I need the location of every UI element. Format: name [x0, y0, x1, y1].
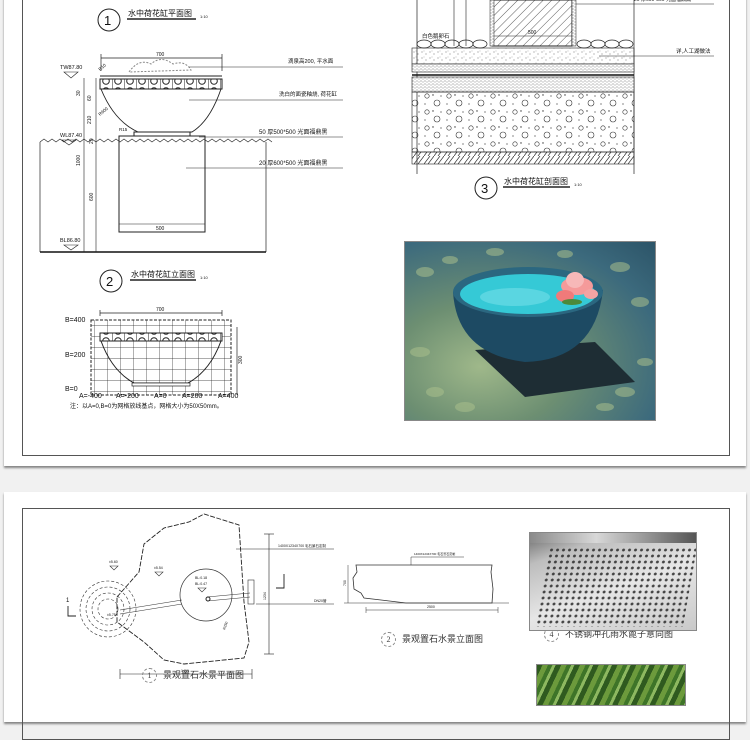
- svg-text:滴泉高200, 平水面: 滴泉高200, 平水面: [288, 57, 334, 65]
- svg-text:水中荷花缸平面图: 水中荷花缸平面图: [128, 8, 192, 18]
- planter-section-drawing: 500 20 厚600*500 光面福鼎黑 白色鹅卵石 详,人工湖做法 3 水中…: [411, 0, 714, 200]
- svg-text:R250: R250: [222, 621, 229, 630]
- caption-title: 景观置石水景平面图: [163, 670, 245, 680]
- svg-text:700: 700: [343, 580, 347, 586]
- svg-text:1400: 1400: [181, 669, 189, 673]
- svg-text:DN20管: DN20管: [314, 598, 327, 603]
- svg-text:20: 20: [89, 138, 95, 144]
- lotus-flower: [556, 272, 598, 305]
- svg-text:WL87.40: WL87.40: [60, 133, 82, 139]
- svg-text:700: 700: [156, 52, 165, 58]
- sheet-1-drawings: 1 水中荷花缸平面图 1:10 700 500: [39, 0, 714, 410]
- planter-grid-elevation-drawing: 2 水中荷花缸立面图 1:10 700 300 B=400 B=200 B=0 …: [65, 269, 244, 410]
- svg-text:洗白的面瓷釉烧, 荷花缸: 洗白的面瓷釉烧, 荷花缸: [279, 90, 338, 98]
- svg-text:20 厚600*500 光面福鼎黑: 20 厚600*500 光面福鼎黑: [259, 159, 327, 167]
- svg-text:1: 1: [66, 598, 70, 604]
- svg-text:A=-400: A=-400: [79, 393, 102, 400]
- svg-text:注：以A=0,B=0为网格放线基点，网格大小为50X50mm: 注：以A=0,B=0为网格放线基点，网格大小为50X50mm。: [70, 402, 223, 410]
- svg-text:600: 600: [89, 192, 95, 201]
- svg-text:R10: R10: [97, 62, 107, 71]
- svg-text:水中荷花缸剖面图: 水中荷花缸剖面图: [504, 176, 568, 186]
- drawing-sheet-2: ±5.60 ±5.54 BL:0.18 BL:0.47 ±5.75 R250 1…: [4, 492, 746, 740]
- svg-text:30: 30: [76, 90, 82, 96]
- grate-holes: [534, 547, 696, 627]
- svg-text:210: 210: [87, 115, 93, 124]
- svg-text:2500: 2500: [427, 605, 435, 609]
- grate-frame-top: [530, 533, 696, 543]
- planter-photo: [404, 241, 656, 421]
- svg-text:3: 3: [481, 181, 488, 196]
- svg-text:TW87.80: TW87.80: [60, 65, 82, 71]
- svg-text:A=200: A=200: [182, 393, 203, 400]
- stone-water-feature-plan: ±5.60 ±5.54 BL:0.18 BL:0.47 ±5.75 R250 1…: [66, 513, 334, 679]
- svg-text:A=0: A=0: [154, 393, 167, 400]
- svg-text:±5.54: ±5.54: [154, 566, 163, 570]
- svg-text:20 厚600*500 光面福鼎黑: 20 厚600*500 光面福鼎黑: [634, 0, 691, 3]
- svg-text:1: 1: [104, 13, 111, 28]
- svg-text:1400X1234X700 毛石景石定制: 1400X1234X700 毛石景石定制: [414, 551, 455, 556]
- svg-text:水中荷花缸立面图: 水中荷花缸立面图: [131, 269, 195, 279]
- svg-text:BL86.80: BL86.80: [60, 238, 81, 244]
- svg-text:R15: R15: [119, 127, 128, 132]
- stone-water-feature-elevation: 700 1400X1234X700 毛石景石定制 2500: [343, 551, 509, 613]
- svg-text:300: 300: [238, 355, 244, 364]
- svg-text:60: 60: [87, 95, 93, 101]
- svg-text:±5.60: ±5.60: [109, 560, 118, 564]
- svg-text:2: 2: [106, 274, 113, 289]
- svg-text:A=400: A=400: [218, 393, 239, 400]
- svg-text:1400X1234X700 毛石景石定制: 1400X1234X700 毛石景石定制: [278, 543, 327, 548]
- svg-text:500: 500: [156, 226, 165, 232]
- svg-text:B=400: B=400: [65, 317, 86, 324]
- svg-text:700: 700: [156, 307, 165, 313]
- svg-text:详,人工湖做法: 详,人工湖做法: [676, 47, 711, 55]
- caption-title: 景观置石水景立面图: [402, 634, 484, 644]
- svg-text:A=-200: A=-200: [116, 393, 139, 400]
- svg-text:白色鹅卵石: 白色鹅卵石: [422, 32, 450, 40]
- svg-text:1:10: 1:10: [200, 14, 209, 19]
- drawing-sheet-1: 1 水中荷花缸平面图 1:10 700 500: [4, 0, 746, 466]
- svg-text:BL:0.18: BL:0.18: [195, 576, 207, 580]
- planter-photo-illustration: [410, 248, 653, 412]
- planter-elevation-drawing: 1 水中荷花缸平面图 1:10 700 500: [39, 8, 343, 253]
- svg-text:50 厚500*500 光面福鼎黑: 50 厚500*500 光面福鼎黑: [259, 128, 327, 136]
- svg-text:B=200: B=200: [65, 352, 86, 359]
- svg-text:1:10: 1:10: [574, 182, 583, 187]
- svg-text:1234: 1234: [263, 592, 267, 600]
- caption-plan: 1 景观置石水景平面图: [142, 668, 244, 683]
- perforated-grate-photo: [529, 532, 697, 631]
- sheet-1-border: [22, 0, 730, 456]
- svg-text:1:10: 1:10: [200, 275, 209, 280]
- svg-text:±5.75: ±5.75: [107, 613, 116, 617]
- svg-text:B=0: B=0: [65, 386, 78, 393]
- svg-text:BL:0.47: BL:0.47: [195, 582, 207, 586]
- svg-text:1000: 1000: [76, 155, 82, 166]
- svg-text:R600: R600: [97, 106, 109, 117]
- caption-elevation: 2 景观置石水景立面图: [381, 632, 483, 647]
- drawing-number-badge: 1: [142, 668, 157, 683]
- caption-title: 不锈钢冲孔雨水篦子意向图: [565, 629, 674, 639]
- svg-text:500: 500: [528, 30, 537, 36]
- drawing-number-badge: 2: [381, 632, 396, 647]
